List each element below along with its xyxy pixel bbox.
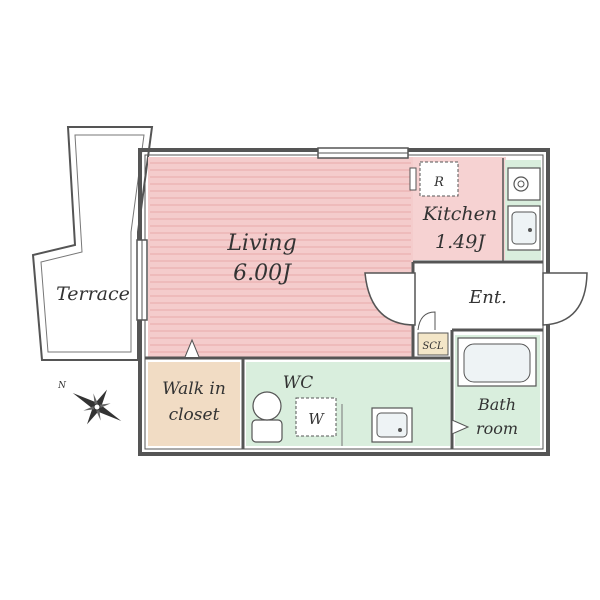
closet-door [184,338,200,358]
bath-label-line1: Bath [477,395,516,414]
shoe-closet [417,332,449,356]
refrigerator-space [419,161,459,197]
bath-door [451,419,470,435]
shoe-closet-label: SCL [422,341,444,352]
closet-area [148,362,240,446]
bath-label-line2: room [476,419,518,438]
toilet [251,391,283,443]
entrance-label: Ent. [468,287,507,308]
washer-space [295,397,337,437]
terrace [31,126,154,361]
kitchen-label: Kitchen [422,203,497,225]
living-floor-stripes [150,162,411,353]
compass-icon [72,389,122,425]
wall-cabinet [409,167,417,191]
kitchen-sink [507,205,541,251]
stove [507,167,541,201]
washer-label: W [308,410,325,428]
refrigerator-label: R [433,175,444,190]
washbasin [371,407,413,443]
bathtub [457,337,537,387]
closet-label-line1: Walk in [162,379,226,399]
living-label: Living [226,231,296,256]
shoe-closet-door [417,311,436,331]
entrance-door [364,272,588,326]
compass-north-label: N [57,381,67,391]
closet-label-line2: closet [169,405,220,425]
living-room-area [148,157,413,357]
walls [136,147,550,456]
kitchen-size: 1.49J [435,231,486,253]
terrace-label: Terrace [56,283,130,305]
wc-label: WC [283,373,313,393]
living-size: 6.00J [233,261,292,286]
